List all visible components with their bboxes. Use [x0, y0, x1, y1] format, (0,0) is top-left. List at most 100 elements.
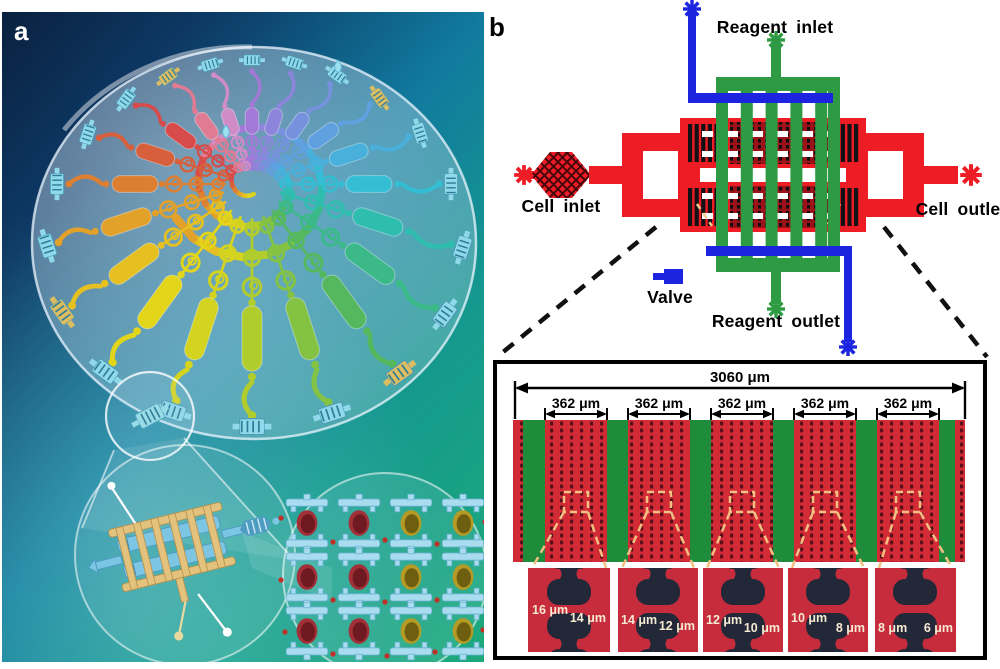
swirl-icon [179, 156, 196, 173]
rim-chip-icon [197, 56, 224, 73]
wafer-unit [78, 119, 231, 182]
swirl-icon [304, 194, 321, 211]
unit-chamber [137, 274, 183, 330]
swirl-icon [187, 213, 204, 231]
free-cell-dot [330, 539, 336, 545]
detail-inset-box: 3060 μm 362 μm 362 μm 362 μm 362 μm 362 … [493, 360, 987, 660]
panel-b-schematic: Reagent inlet Cell inlet Cell outlet Val… [495, 0, 1000, 358]
segment-width-label: 362 μm [718, 395, 766, 411]
swirl-icon [309, 197, 318, 205]
unit-node [304, 144, 310, 150]
rim-chip-icon [232, 418, 272, 436]
swirl-icon [213, 190, 220, 198]
swirl-icon [192, 217, 201, 225]
unit-tail [212, 73, 230, 107]
trapped-cell [337, 547, 381, 607]
swirl-icon [217, 169, 230, 182]
swirl-icon [249, 252, 258, 261]
unit-node [68, 301, 77, 310]
swirl-icon [260, 150, 267, 157]
inset-cells-circle [282, 472, 484, 662]
unit-node [339, 241, 347, 249]
swirl-icon [321, 227, 341, 247]
trap-size-label: 12 μm [706, 613, 742, 627]
panel-b-letter: b [489, 12, 505, 42]
unit-node [108, 358, 117, 367]
wafer-unit [258, 215, 352, 425]
swirl-icon [215, 202, 223, 210]
swirl-icon [326, 200, 345, 219]
swirl-icon [240, 160, 251, 172]
swirl-icon [256, 148, 269, 161]
rim-chip-icon [239, 54, 265, 66]
unit-node [435, 180, 443, 188]
rim-chip-icon [312, 401, 352, 425]
panel-a-letter: a [14, 16, 29, 46]
rim-chip-icon [382, 359, 417, 387]
trapped-cell [285, 547, 329, 607]
wafer-unit [232, 218, 272, 436]
swirl-icon [223, 149, 237, 163]
swirl-icon [203, 165, 210, 173]
unit-chamber [184, 297, 219, 361]
swirl-icon [199, 231, 217, 250]
unit-chamber [111, 175, 159, 193]
unit-chamber [285, 111, 310, 141]
swirl-icon [270, 166, 277, 172]
unit-tail [173, 83, 197, 112]
swirl-icon [321, 175, 339, 193]
unit-node [447, 240, 455, 248]
unit-chamber [135, 142, 176, 167]
reagent-ladder [716, 31, 840, 318]
trap-size-label: 14 μm [621, 613, 657, 627]
inset-cell-traps [278, 493, 484, 661]
segment-width-label: 362 μm [552, 395, 600, 411]
free-cell-dot [382, 537, 388, 543]
unit-node [431, 303, 440, 312]
unit-node [324, 398, 333, 407]
rim-chip-icon [443, 167, 459, 201]
rim-chip-icon [281, 55, 308, 71]
segment-dimensions: 362 μm 362 μm 362 μm 362 μm 362 μm [544, 395, 940, 421]
unit-link [267, 146, 307, 175]
trap-size-label: 6 μm [924, 621, 953, 635]
unit-node [158, 180, 166, 188]
swirl-icon [279, 199, 294, 215]
trap-size-label: 12 μm [659, 619, 695, 633]
swirl-icon [293, 235, 302, 244]
swirl-icon [250, 150, 256, 156]
swirl-icon [239, 150, 246, 157]
swirl-icon [280, 140, 287, 148]
unit-chamber [100, 207, 152, 237]
unit-node [211, 72, 217, 79]
unit-node [172, 82, 179, 89]
unit-chamber [321, 274, 367, 330]
trap-size-label: 14 μm [570, 611, 606, 625]
unit-chamber [244, 107, 260, 135]
swirl-icon [264, 221, 272, 229]
swirl-icon [196, 144, 213, 160]
magnified-chip-icon [131, 403, 169, 429]
trapped-cell [441, 547, 484, 607]
swirl-icon [242, 248, 262, 268]
swirl-icon [274, 169, 287, 182]
unit-node [287, 70, 294, 77]
rim-chip-icon [452, 230, 473, 265]
trap-size-label: 16 μm [532, 603, 568, 617]
swirl-icon [198, 162, 213, 178]
trapped-cell [337, 493, 381, 553]
rim-chip-icon [78, 119, 97, 150]
swirl-icon [217, 210, 233, 226]
trapped-cell [285, 601, 329, 661]
unit-node [248, 299, 256, 307]
swirl-icon [248, 280, 259, 291]
trap-zoom-squares: 16 μm 14 μm 14 μm 12 μm 12 μm 10 μm 10 μ… [528, 568, 956, 652]
cell-inlet-label: Cell inlet [522, 196, 601, 216]
panel-a-wafer-render [2, 12, 484, 662]
unit-chamber [241, 305, 263, 372]
wafer-unit [266, 85, 390, 176]
swirl-icon [235, 148, 248, 161]
segment-width-label: 362 μm [801, 395, 849, 411]
swirl-icon [221, 171, 228, 178]
